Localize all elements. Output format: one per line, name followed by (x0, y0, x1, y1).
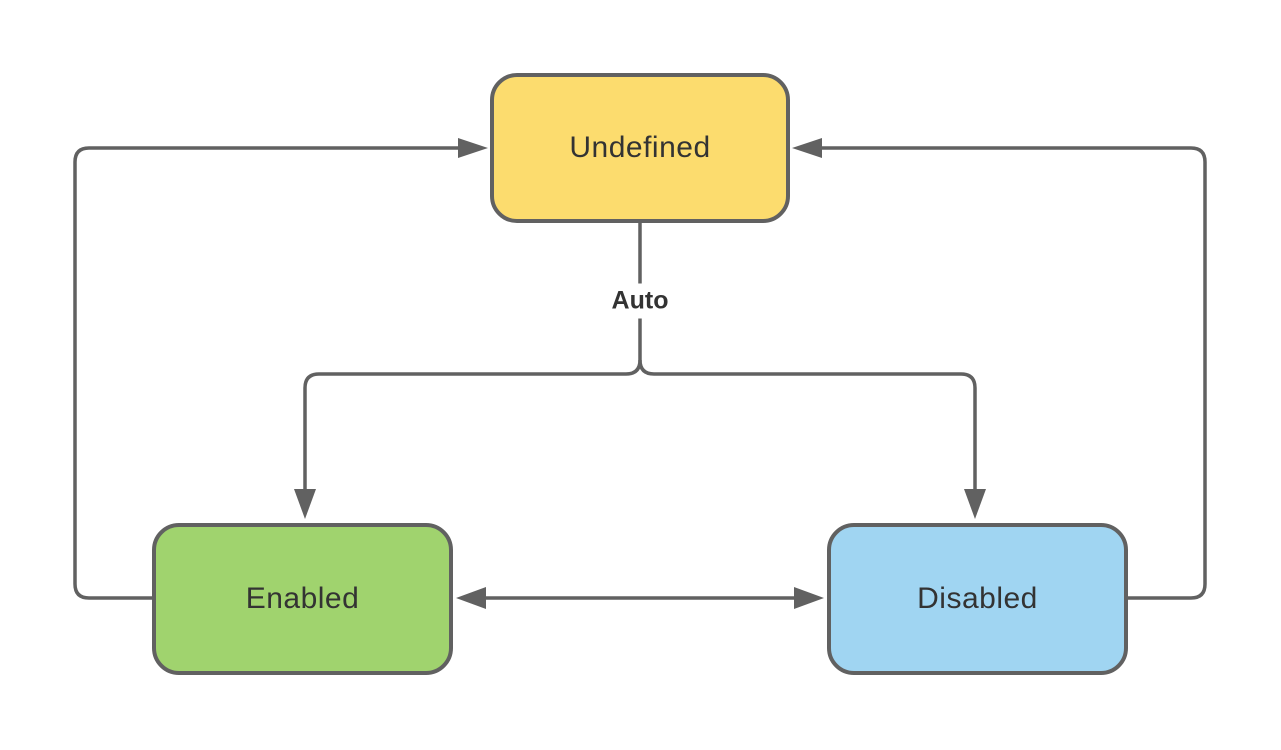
node-undefined[interactable]: Undefined (490, 73, 790, 223)
edge-disabled-to-undefined (792, 138, 1207, 600)
node-enabled-label: Enabled (245, 582, 360, 615)
arrowhead-into-enabled-top (294, 489, 316, 519)
arrowhead-into-undefined-left (458, 138, 488, 158)
arrowhead-into-enabled-right (456, 587, 486, 609)
node-enabled[interactable]: Enabled (152, 523, 453, 675)
node-undefined-label: Undefined (569, 131, 711, 164)
arrowhead-into-disabled-top (964, 489, 986, 519)
arrowhead-into-undefined-right (792, 138, 822, 158)
edge-enabled-to-undefined (73, 138, 488, 600)
node-disabled[interactable]: Disabled (827, 523, 1128, 675)
edge-enabled-disabled-bidirectional (456, 587, 824, 609)
node-disabled-label: Disabled (917, 582, 1038, 615)
arrowhead-into-disabled-left (794, 587, 824, 609)
edge-undefined-auto-branch (294, 223, 986, 519)
edge-label-auto: Auto (601, 283, 679, 319)
